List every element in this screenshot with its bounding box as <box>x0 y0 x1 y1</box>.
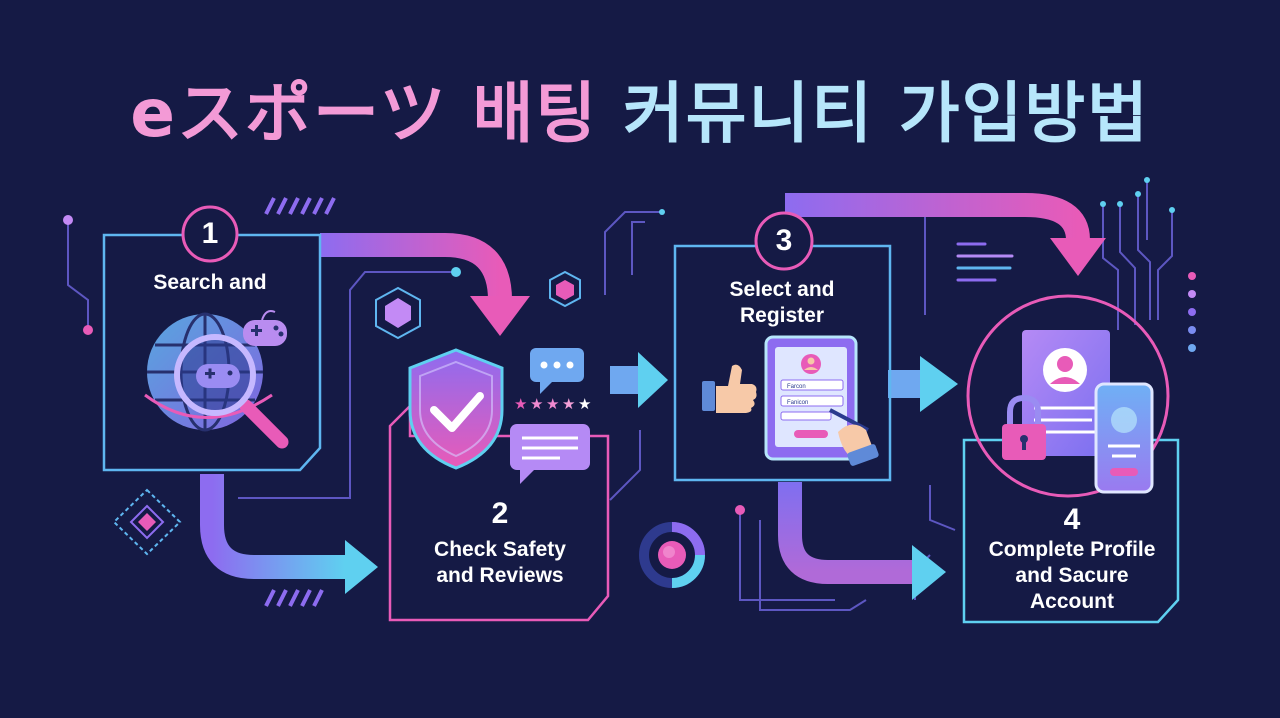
hexagon-icon <box>375 286 421 340</box>
gamepad-icon <box>196 364 240 388</box>
smartphone-icon <box>1094 382 1154 494</box>
circuit-nodes <box>63 177 1196 515</box>
thumbs-up-icon <box>702 364 757 413</box>
page-title: eスポーツ 배팅 커뮤니티 가입방법 <box>0 60 1280 156</box>
step-4-label-line-1: Complete Profile <box>988 538 1156 561</box>
step-1-frame <box>102 233 322 472</box>
step-4-number: 4 <box>1063 503 1081 536</box>
step-1-number: 1 <box>201 217 219 250</box>
step-1-badge <box>181 205 239 263</box>
hexagon-icon <box>549 270 581 308</box>
step-1-label: Search and <box>153 271 267 294</box>
shield-check-icon <box>408 348 504 470</box>
pen-hand-icon <box>829 408 879 466</box>
padlock-icon <box>1002 394 1046 460</box>
flow-arrow-1-to-2 <box>320 233 530 336</box>
title-part-1: eスポーツ 배팅 <box>130 75 599 152</box>
svg-text:★: ★ <box>546 395 559 413</box>
tablet-form-icon <box>764 335 858 461</box>
step-2-number: 2 <box>491 497 509 530</box>
gamepad-icon <box>243 310 287 346</box>
svg-text:★: ★ <box>530 395 543 413</box>
hexagon-icon <box>112 488 182 556</box>
step-3-label-line-1: Select and <box>729 278 835 301</box>
title-part-2: 커뮤니티 가입방법 <box>623 75 1150 152</box>
step-3-frame <box>673 244 892 482</box>
step-3-label-line-2: Register <box>739 304 825 327</box>
form-field-1: Farcon <box>787 384 806 390</box>
avatar-icon <box>1022 330 1110 456</box>
form-field-2: Fanicon <box>787 400 808 406</box>
flow-arrow-2-to-3 <box>610 352 668 408</box>
donut-icon <box>639 522 705 588</box>
svg-text:★: ★ <box>514 395 527 413</box>
flow-arrow-1-down <box>200 474 378 594</box>
step-4-label-line-3: Account <box>1030 590 1114 613</box>
svg-text:★: ★ <box>578 395 591 413</box>
step-4-ring <box>966 294 1170 498</box>
rating-stars: ★ ★ ★ ★ ★ <box>514 395 591 413</box>
step-4-label-line-2: and Sacure <box>1015 564 1129 587</box>
step-2-label-line-1: Check Safety <box>434 538 566 561</box>
step-3-badge <box>754 211 814 271</box>
step-2-label-line-2: and Reviews <box>436 564 564 587</box>
chat-bubble-icon <box>530 348 584 394</box>
step-3-number: 3 <box>775 224 793 257</box>
flow-arrow-3-to-4-top <box>785 193 1106 276</box>
chat-bubble-icon <box>510 424 590 484</box>
hatch-marks <box>264 197 336 607</box>
circuit-lines <box>67 182 1173 611</box>
flow-arrow-3-to-4-mid <box>888 356 958 412</box>
flow-arrow-3-down <box>778 482 946 600</box>
svg-text:★: ★ <box>562 395 575 413</box>
bar-lines <box>956 242 1014 282</box>
